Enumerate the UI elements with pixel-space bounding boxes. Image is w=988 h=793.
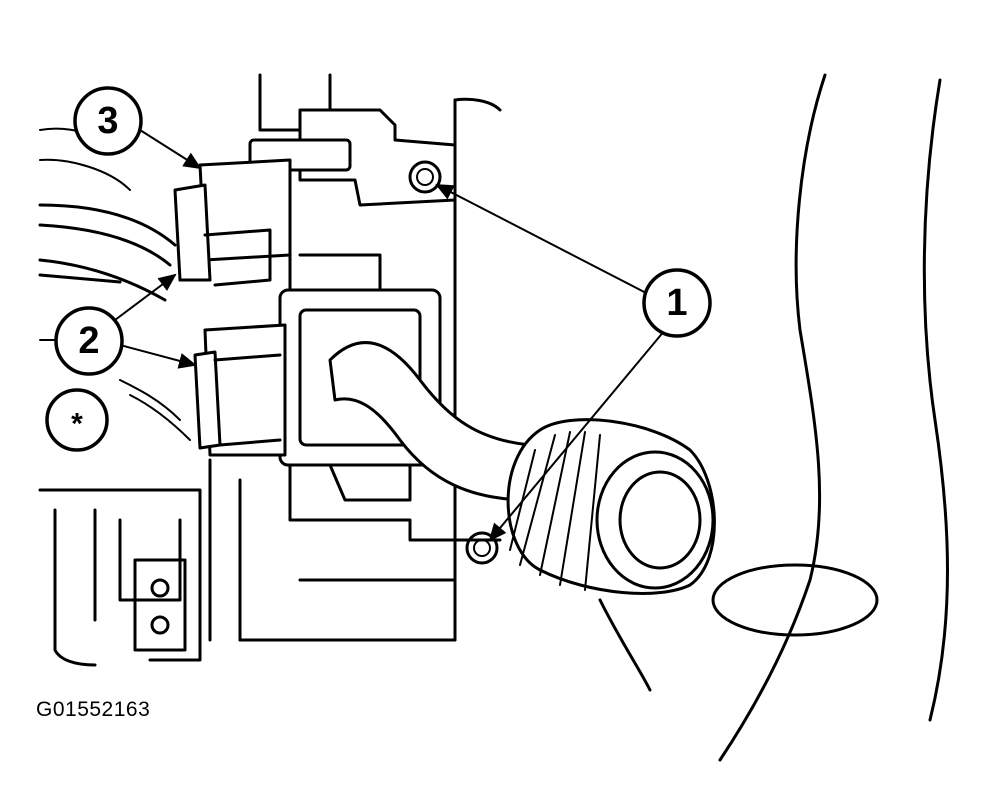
lever-knob bbox=[506, 418, 716, 595]
upper-connector bbox=[173, 108, 457, 287]
callout-2: 2 bbox=[54, 306, 124, 376]
leader-lines bbox=[114, 129, 666, 542]
callout-3: 3 bbox=[73, 86, 143, 156]
mounting-bracket bbox=[38, 458, 457, 667]
svg-text:2: 2 bbox=[78, 320, 99, 362]
asterisk-marker: * bbox=[45, 388, 109, 452]
svg-text:*: * bbox=[71, 408, 83, 441]
callout-1: 1 bbox=[642, 268, 712, 338]
svg-text:3: 3 bbox=[97, 100, 118, 142]
upper-screw bbox=[408, 160, 442, 194]
lower-connector bbox=[193, 323, 287, 457]
figure-id-label: G01552163 bbox=[36, 698, 151, 721]
left-wiring bbox=[38, 127, 191, 441]
svg-text:1: 1 bbox=[666, 282, 687, 324]
